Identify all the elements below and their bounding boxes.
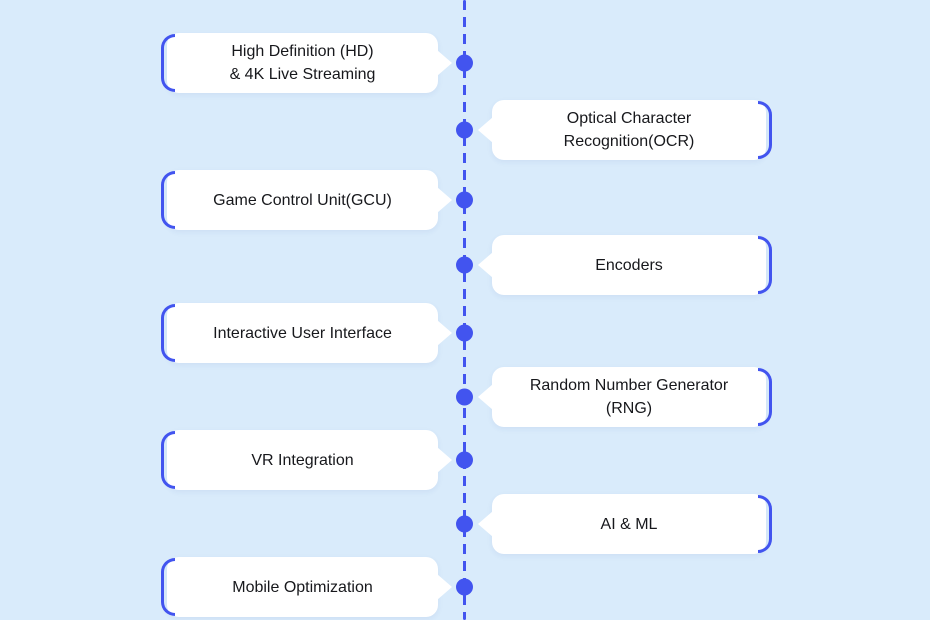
timeline-dot — [456, 324, 473, 342]
card-accent-bracket — [161, 558, 175, 616]
timeline-dot — [456, 54, 473, 72]
timeline-card-label: Random Number Generator (RNG) — [529, 377, 729, 417]
timeline-dot — [456, 191, 473, 209]
timeline-card-label: VR Integration — [251, 451, 354, 469]
timeline-dot — [456, 451, 473, 469]
card-accent-bracket — [758, 368, 772, 426]
timeline-dot — [456, 578, 473, 596]
card-tail-pointer — [437, 574, 452, 600]
timeline-card: Mobile Optimization — [161, 557, 452, 617]
timeline-card-label: Mobile Optimization — [232, 578, 373, 596]
card-accent-bracket — [758, 101, 772, 159]
card-accent-bracket — [161, 304, 175, 362]
timeline-card-label: Encoders — [595, 256, 663, 274]
card-accent-bracket — [161, 431, 175, 489]
card-tail-pointer — [478, 252, 493, 278]
card-tail-pointer — [478, 384, 493, 410]
card-tail-pointer — [437, 50, 452, 76]
timeline-card: Optical Character Recognition(OCR) — [478, 100, 772, 160]
timeline-card: Random Number Generator (RNG) — [478, 367, 772, 427]
timeline-dot — [456, 388, 473, 406]
timeline-dot — [456, 256, 473, 274]
timeline-card-label: Optical Character Recognition(OCR) — [563, 110, 695, 150]
timeline-card-label: AI & ML — [600, 515, 658, 533]
timeline-card-label: Interactive User Interface — [213, 324, 392, 342]
timeline-dot — [456, 515, 473, 533]
card-accent-bracket — [161, 34, 175, 92]
card-accent-bracket — [758, 236, 772, 294]
card-tail-pointer — [437, 187, 452, 213]
timeline-dashed-line — [463, 0, 466, 620]
timeline-card-label: Game Control Unit(GCU) — [213, 191, 392, 209]
timeline-card: Encoders — [478, 235, 772, 295]
card-tail-pointer — [437, 320, 452, 346]
timeline-card: Interactive User Interface — [161, 303, 452, 363]
timeline-card: VR Integration — [161, 430, 452, 490]
card-tail-pointer — [437, 447, 452, 473]
card-tail-pointer — [478, 511, 493, 537]
timeline-dot — [456, 121, 473, 139]
timeline-card: High Definition (HD) & 4K Live Streaming — [161, 33, 452, 93]
card-tail-pointer — [478, 117, 493, 143]
timeline-card-label: High Definition (HD) & 4K Live Streaming — [229, 43, 376, 83]
timeline-card: AI & ML — [478, 494, 772, 554]
timeline-card: Game Control Unit(GCU) — [161, 170, 452, 230]
card-accent-bracket — [758, 495, 772, 553]
card-accent-bracket — [161, 171, 175, 229]
